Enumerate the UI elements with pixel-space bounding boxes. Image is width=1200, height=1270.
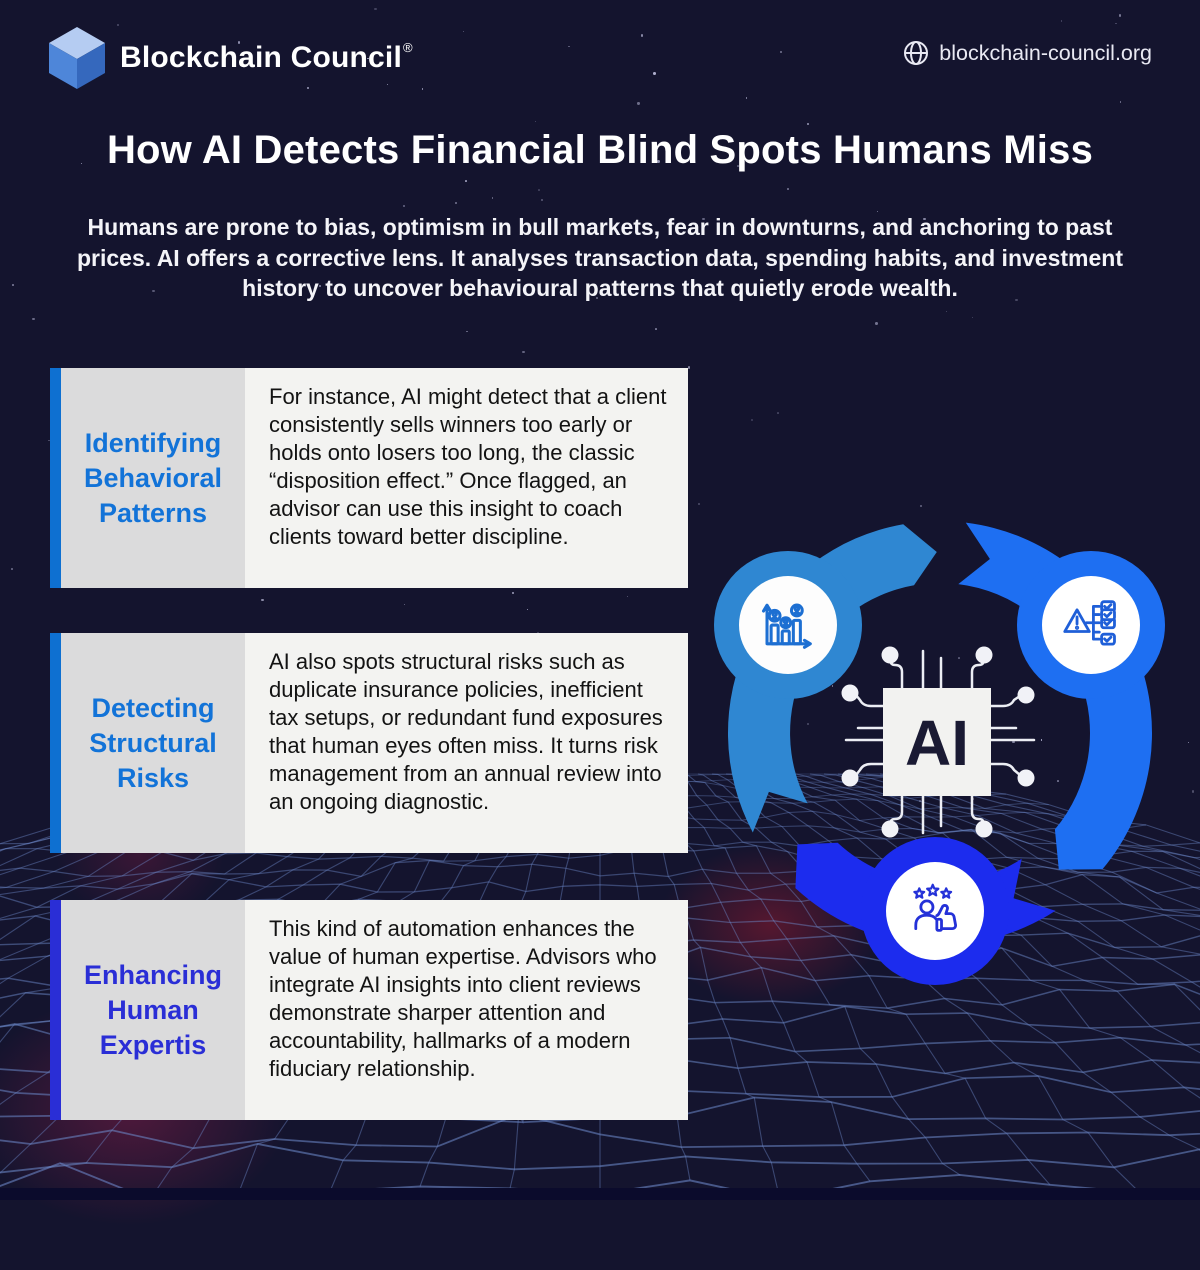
star-dot <box>745 97 748 99</box>
brand-name: Blockchain Council® <box>120 40 413 75</box>
mesh-line <box>669 773 1051 1186</box>
card-enhancing-human-expertise: Enhancing Human Expertis This kind of au… <box>50 900 688 1120</box>
star-rating-icon <box>913 887 926 899</box>
ai-chip <box>883 688 991 796</box>
star-dot <box>454 202 458 205</box>
star-dot <box>787 188 789 190</box>
star-dot <box>655 328 658 331</box>
bottom-band <box>0 1188 1200 1200</box>
star-dot <box>402 205 405 208</box>
mesh-line <box>0 1142 1200 1174</box>
card-accent-bar <box>50 633 61 853</box>
mesh-line <box>851 773 1200 870</box>
star-rating-icon <box>926 883 940 897</box>
badge-behavioral-patterns <box>714 551 862 699</box>
circuit-nodes <box>841 646 1035 838</box>
brand-logo: Blockchain Council® <box>48 26 413 90</box>
badge-human-expertise <box>861 837 1009 985</box>
website-link[interactable]: blockchain-council.org <box>903 40 1152 66</box>
mesh-line <box>795 773 1200 916</box>
star-dot <box>32 318 35 321</box>
star-dot <box>776 412 779 415</box>
risk-warning-checklist-extra-row <box>1092 608 1116 622</box>
star-dot <box>526 608 528 611</box>
mesh-line <box>0 873 1200 894</box>
card-heading: Enhancing Human Expertis <box>83 959 222 1060</box>
star-dot <box>540 198 544 202</box>
card-label: Identifying Behavioral Patterns <box>61 368 245 588</box>
card-label: Enhancing Human Expertis <box>61 900 245 1120</box>
mesh-line <box>0 1113 1200 1150</box>
card-body-text: For instance, AI might detect that a cli… <box>245 368 688 588</box>
badge-structural-risks <box>1017 551 1165 699</box>
star-dot <box>750 418 754 422</box>
star-dot <box>261 598 264 602</box>
star-dot <box>403 603 406 606</box>
star-dot <box>1060 20 1063 23</box>
mesh-line <box>879 773 1200 852</box>
card-body-text: This kind of automation enhances the val… <box>245 900 688 1120</box>
star-dot <box>806 123 809 126</box>
mesh-line <box>837 773 1200 877</box>
star-dot <box>11 567 14 570</box>
star-dot <box>534 120 537 123</box>
card-label: Detecting Structural Risks <box>61 633 245 853</box>
card-heading: Identifying Behavioral Patterns <box>83 427 223 528</box>
mesh-line <box>0 859 1200 878</box>
card-accent-bar <box>50 900 61 1120</box>
star-dot <box>1119 101 1122 104</box>
star-dot <box>687 366 691 369</box>
intro-paragraph: Humans are prone to bias, optimism in bu… <box>77 214 1123 301</box>
star-dot <box>522 350 526 354</box>
globe-icon <box>904 41 929 65</box>
star-rating-icon <box>940 887 953 899</box>
star-dot <box>538 189 541 191</box>
star-dot <box>874 322 878 326</box>
star-dot <box>374 7 377 11</box>
card-detecting-structural-risks: Detecting Structural Risks AI also spots… <box>50 633 688 853</box>
registered-mark: ® <box>402 40 413 55</box>
customer-satisfaction-thumbs-up-icon <box>913 883 958 932</box>
star-dot <box>465 179 468 182</box>
brand-name-text: Blockchain Council <box>120 41 402 74</box>
mesh-line <box>809 773 1200 910</box>
ai-cycle-diagram: AI <box>714 522 1165 985</box>
star-dot <box>971 317 973 319</box>
card-accent-bar <box>50 368 61 588</box>
page-title: How AI Detects Financial Blind Spots Hum… <box>106 128 1094 172</box>
star-dot <box>945 310 947 312</box>
website-url: blockchain-council.org <box>939 40 1152 65</box>
star-dot <box>1118 14 1122 17</box>
header: Blockchain Council® blockchain-council.o… <box>48 24 1152 94</box>
star-dot <box>12 284 14 287</box>
mesh-line <box>781 773 1200 931</box>
ai-chip-label: AI <box>905 707 969 779</box>
star-dot <box>637 102 640 105</box>
card-heading: Detecting Structural Risks <box>89 692 217 793</box>
mesh-line <box>753 773 1200 988</box>
mesh-line <box>823 773 1200 890</box>
star-dot <box>491 197 494 199</box>
cube-logo-icon <box>49 27 105 89</box>
people-growth-chart-icon <box>761 603 812 649</box>
card-identifying-behavioral-patterns: Identifying Behavioral Patterns For inst… <box>50 368 688 588</box>
star-dot <box>627 595 629 597</box>
card-body-text: AI also spots structural risks such as d… <box>245 633 688 853</box>
mesh-line <box>767 773 1200 955</box>
star-dot <box>466 330 468 333</box>
star-dot <box>512 592 514 594</box>
mesh-line <box>893 773 1200 844</box>
